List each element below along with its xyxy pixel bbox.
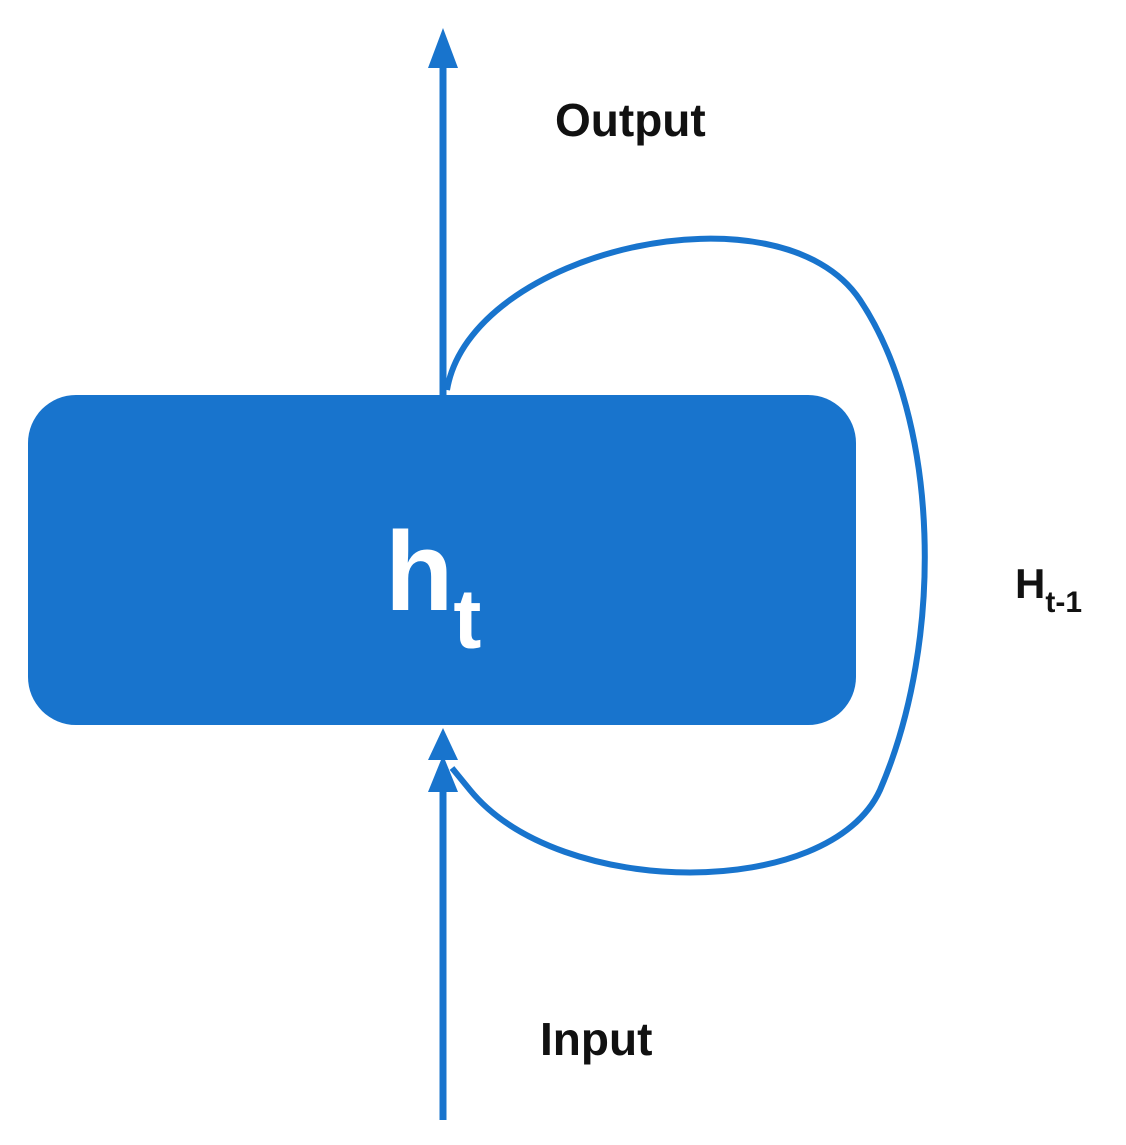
feedback-main: H: [1015, 560, 1045, 607]
hidden-state-cell: [28, 395, 856, 725]
output-arrow: [428, 28, 458, 395]
loop-arrow-head: [428, 728, 458, 760]
feedback-loop: [444, 235, 928, 876]
input-label: Input: [540, 1013, 652, 1065]
input-arrow: [428, 755, 458, 1120]
hidden-state-label: ht: [385, 509, 481, 666]
feedback-subscript: t-1: [1045, 586, 1082, 619]
input-arrow-head: [428, 755, 458, 792]
output-arrow-head: [428, 28, 458, 68]
hidden-state-main: h: [385, 509, 453, 634]
hidden-state-subscript: t: [453, 572, 481, 666]
feedback-label: Ht-1: [1015, 560, 1082, 619]
output-label: Output: [555, 94, 706, 146]
